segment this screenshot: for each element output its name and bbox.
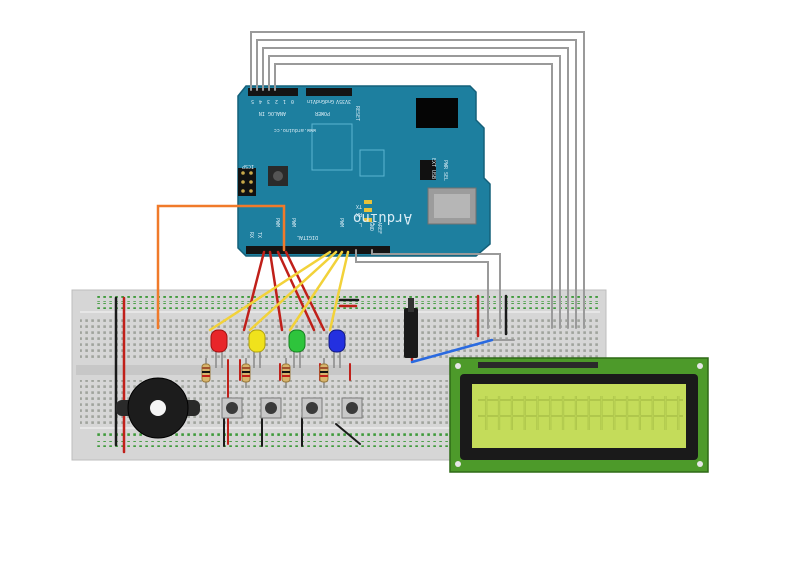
resistor-1 xyxy=(201,358,211,388)
bottom-power-rail-2 xyxy=(95,441,600,447)
analog-pin-5: 5 xyxy=(251,98,254,104)
blue-led xyxy=(328,329,346,368)
wire-gnd-lcd-1 xyxy=(355,249,489,329)
yellow-led-body xyxy=(248,329,266,353)
digital-label: DIGITAL xyxy=(297,234,318,240)
red-led-body xyxy=(210,329,228,353)
tx-led-label: TX xyxy=(356,203,362,209)
power-pin-gnd-1: Gnd xyxy=(316,98,325,104)
wire-yellow-2 xyxy=(248,250,338,332)
power-pin-vin: Vin xyxy=(307,98,316,104)
wire-analog-3 xyxy=(262,47,569,329)
pwm-label-3: PWM xyxy=(338,218,344,227)
push-button-3 xyxy=(301,397,323,419)
blue-led-body xyxy=(328,329,346,353)
analog-in-label: ANALOG IN xyxy=(259,110,286,116)
arduino-board: Arduino www.arduino.cc ANALOG IN POWER R… xyxy=(237,85,491,257)
wire-analog-1 xyxy=(274,63,553,329)
wire-yellow-4 xyxy=(328,250,350,332)
arduino-brand: Arduino xyxy=(353,210,412,226)
push-button-2 xyxy=(260,397,282,419)
icsp-header xyxy=(238,168,256,196)
power-pin-gnd-2: Gnd xyxy=(325,98,334,104)
leds xyxy=(210,329,346,368)
lcd-pin-header xyxy=(478,362,598,368)
gnd-label: GND xyxy=(368,222,374,231)
analog-pin-2: 2 xyxy=(275,98,278,104)
analog-pin-4: 4 xyxy=(259,98,262,104)
wire-analog-2 xyxy=(268,55,561,329)
wire-analog-5 xyxy=(250,31,585,329)
power-label: POWER xyxy=(314,110,330,116)
analog-header xyxy=(248,88,298,96)
wire-blue xyxy=(410,338,494,364)
potentiometer xyxy=(404,298,418,358)
bottom-power-rail-1 xyxy=(95,433,600,439)
wire-gnd-lcd-2 xyxy=(371,249,501,329)
resistor-2 xyxy=(241,358,251,388)
push-buttons xyxy=(221,397,363,419)
tx-pin-label: TX xyxy=(256,232,262,238)
ext-label: EXT xyxy=(430,158,436,167)
red-led xyxy=(210,329,228,368)
push-button-1 xyxy=(221,397,243,419)
rx-led-label: RX xyxy=(356,211,362,217)
icsp-label: ICSP xyxy=(242,163,254,169)
resistor-4 xyxy=(319,358,329,388)
reset-label: RESET xyxy=(354,106,360,121)
wire-red-3 xyxy=(276,250,316,332)
piezo-buzzer xyxy=(116,377,200,439)
power-pin-3v3: 3V3 xyxy=(342,98,351,104)
wire-orange-buzzer xyxy=(156,204,286,330)
aref-label: AREF xyxy=(376,222,382,234)
power-header xyxy=(306,88,352,96)
pwr-sel-label: PWR SEL xyxy=(442,160,448,181)
pwm-label-1: PWM xyxy=(274,218,280,227)
pwm-label-2: PWM xyxy=(290,218,296,227)
rx-pin-label: RX xyxy=(248,232,254,238)
green-led-body xyxy=(288,329,306,353)
wire-black-bottom xyxy=(335,423,361,445)
analog-pin-1: 1 xyxy=(283,98,286,104)
analog-pin-3: 3 xyxy=(267,98,270,104)
digital-header xyxy=(246,246,390,254)
analog-pin-0: 0 xyxy=(291,98,294,104)
green-led xyxy=(288,329,306,368)
resistor-3 xyxy=(281,358,291,388)
power-pin-5v: 5V xyxy=(336,98,342,104)
push-button-4 xyxy=(341,397,363,419)
wire-analog-4 xyxy=(256,39,577,329)
wire-red-1 xyxy=(242,250,266,332)
wire-red-4 xyxy=(284,250,326,332)
power-jack xyxy=(416,98,458,128)
wire-yellow-1 xyxy=(208,250,332,332)
wire-yellow-3 xyxy=(288,250,344,332)
l-led-label: L xyxy=(359,221,362,227)
wire-red-2 xyxy=(268,250,284,332)
usb-label: USB xyxy=(430,170,436,179)
yellow-led xyxy=(248,329,266,368)
arduino-website: www.arduino.cc xyxy=(274,127,316,133)
lcd-display xyxy=(449,357,709,473)
resistors xyxy=(201,358,329,388)
wires xyxy=(114,31,585,454)
